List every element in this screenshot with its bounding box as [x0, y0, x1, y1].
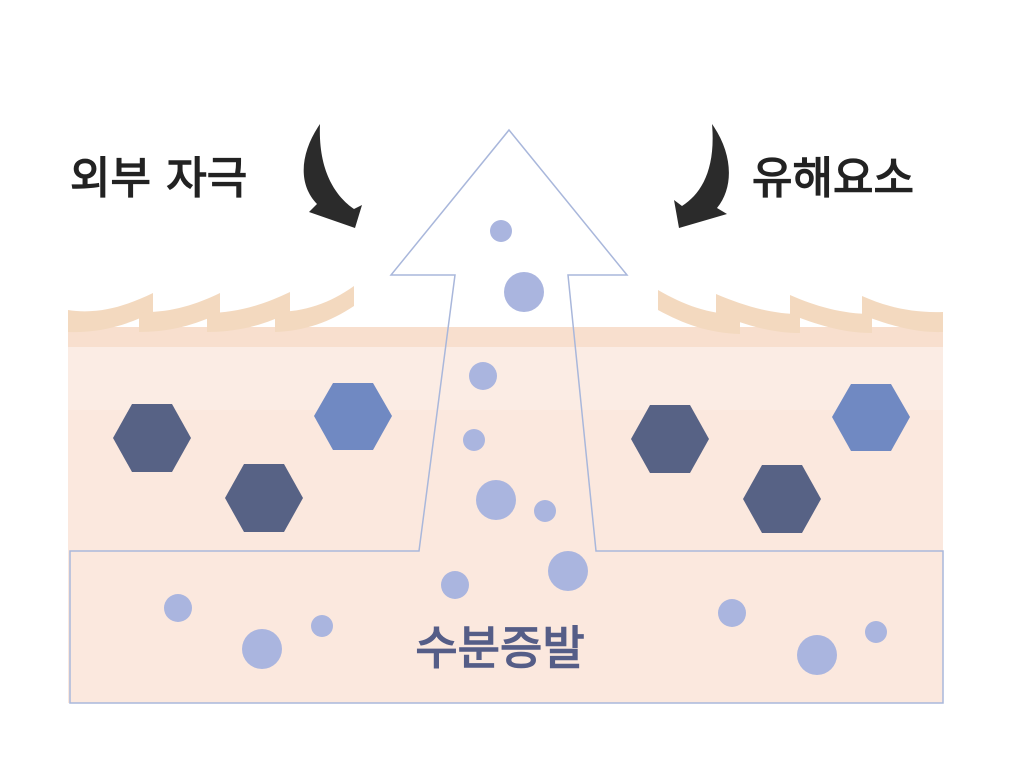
hexagon-icon	[832, 384, 910, 451]
label-moisture-evaporation: 수분증발	[415, 621, 584, 675]
circle-icon	[718, 599, 746, 627]
curved-down-arrow-icon	[674, 124, 729, 228]
circle-icon	[311, 615, 333, 637]
skin-scales-right	[658, 290, 943, 334]
hexagon-icon	[113, 404, 191, 472]
skin-cells	[113, 383, 910, 533]
circle-icon	[534, 500, 556, 522]
label-harmful-factors: 유해요소	[752, 153, 914, 204]
skin-scale	[207, 292, 290, 332]
circle-icon	[463, 429, 485, 451]
circle-icon	[469, 362, 497, 390]
skin-top-layer	[68, 327, 943, 347]
skin-scale	[790, 295, 872, 333]
skin-scale	[275, 286, 354, 332]
circle-icon	[548, 551, 588, 591]
circle-icon	[164, 594, 192, 622]
skin-scale	[716, 294, 800, 333]
circle-icon	[441, 571, 469, 599]
hexagon-icon	[631, 405, 709, 473]
skin-scale	[139, 293, 220, 332]
skin-layers	[68, 327, 943, 703]
hexagon-icon	[314, 383, 392, 450]
circle-icon	[865, 621, 887, 643]
circle-icon	[242, 629, 282, 669]
moisture-bubbles	[164, 220, 887, 675]
skin-scale	[658, 290, 740, 334]
circle-icon	[797, 635, 837, 675]
curved-arrows	[303, 124, 729, 228]
skin-scale	[68, 293, 153, 333]
circle-icon	[476, 480, 516, 520]
skin-scale	[862, 296, 943, 333]
hexagon-icon	[743, 465, 821, 533]
curved-down-arrow-icon	[303, 124, 362, 228]
hexagon-icon	[225, 464, 303, 532]
evaporation-arrow-outline	[69, 128, 944, 704]
skin-scales-left	[68, 286, 354, 333]
label-external-stimulus: 외부 자극	[70, 153, 247, 204]
circle-icon	[504, 272, 544, 312]
circle-icon	[490, 220, 512, 242]
skin-middle-band	[68, 347, 943, 410]
